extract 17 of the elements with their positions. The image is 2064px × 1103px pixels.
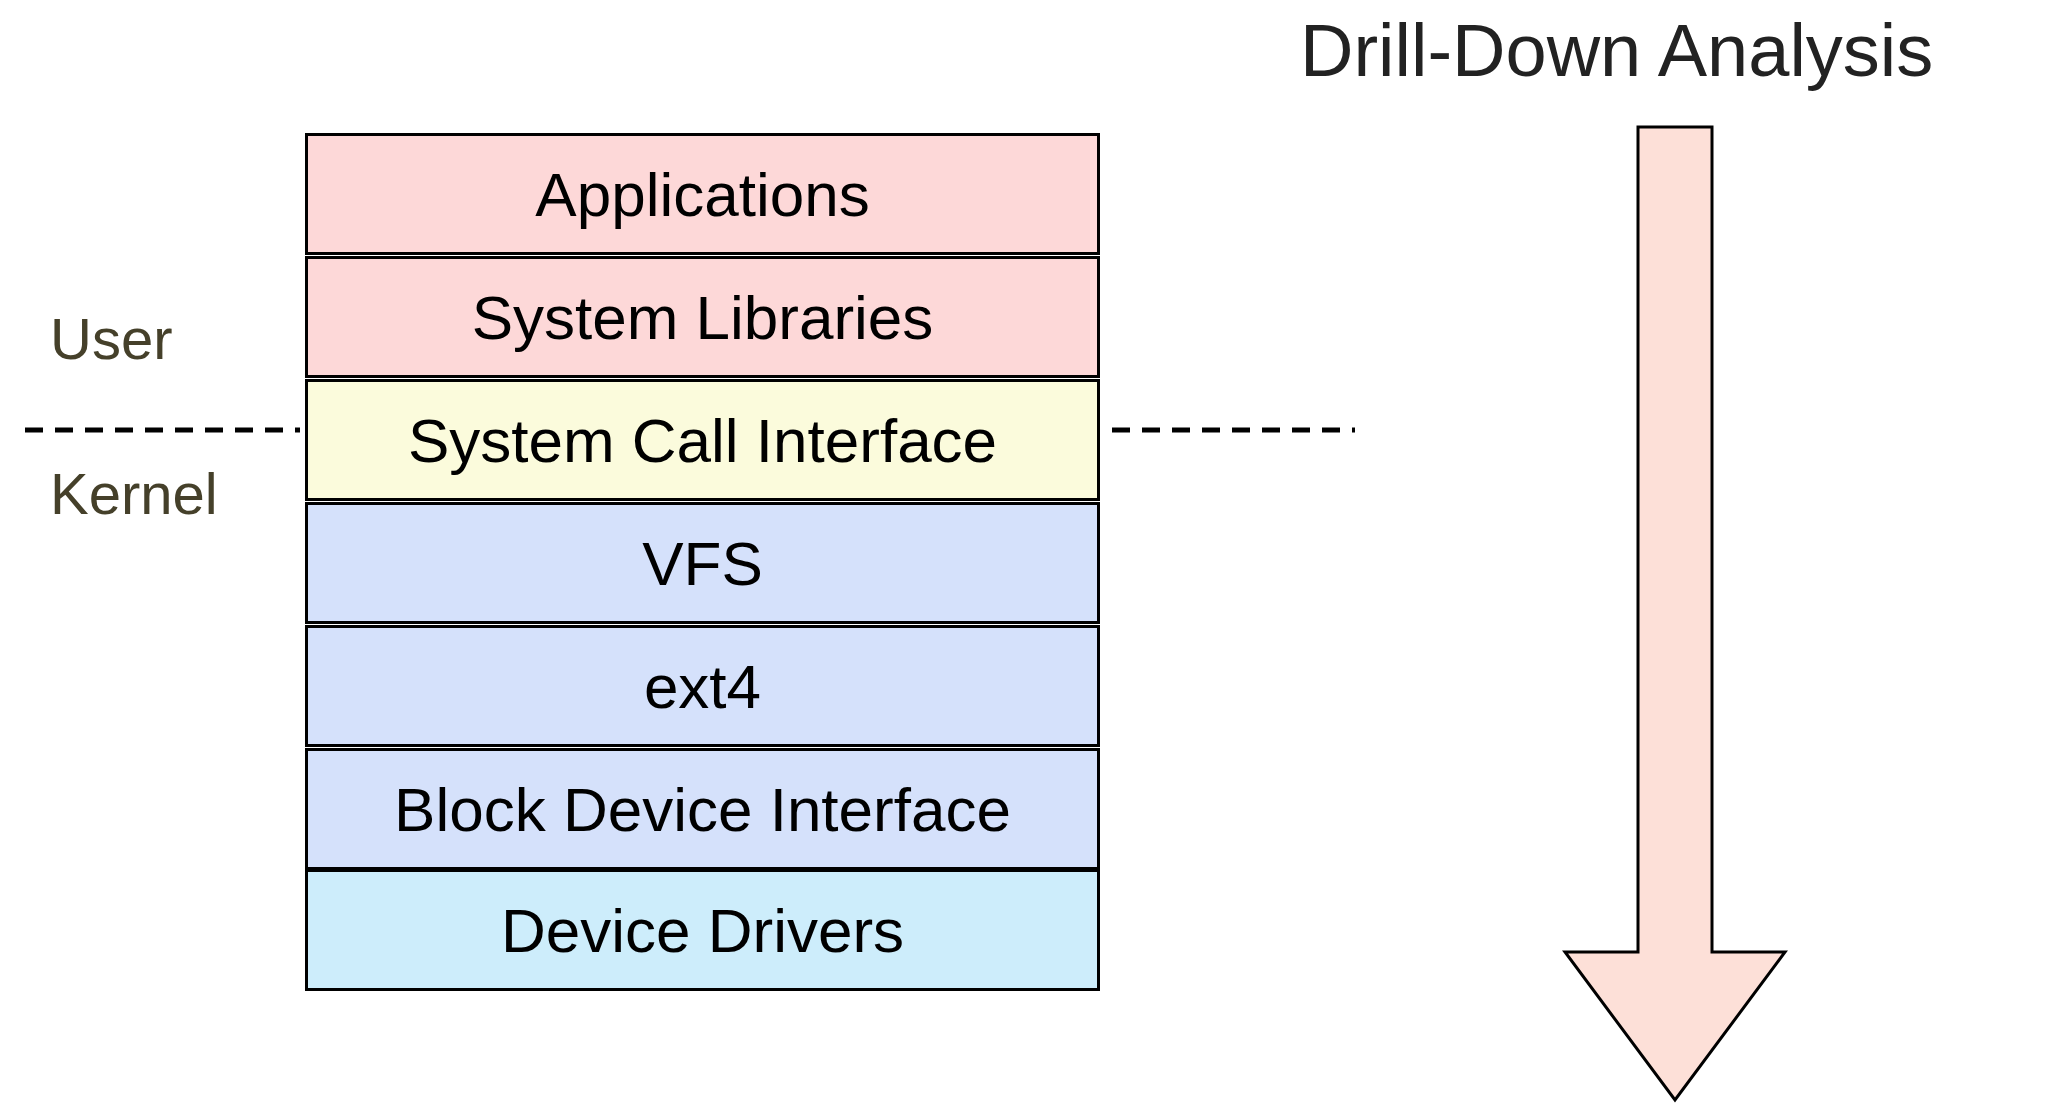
layer-label: Applications xyxy=(535,158,870,230)
layer-box xyxy=(305,133,1100,255)
layer-label: ext4 xyxy=(643,650,762,722)
region-label: User xyxy=(50,305,173,372)
layer-label: Block Device Interface xyxy=(394,773,1011,845)
layer-label: System Call Interface xyxy=(407,404,998,476)
region-label: Kernel xyxy=(50,460,218,527)
layer-box xyxy=(305,256,1100,378)
layer-box xyxy=(305,379,1100,501)
layer-box xyxy=(305,869,1100,991)
layer-box xyxy=(305,625,1100,747)
layer-label: System Libraries xyxy=(471,281,934,353)
layer-label: VFS xyxy=(642,527,763,599)
layer-label: Device Drivers xyxy=(500,894,905,966)
layer-box xyxy=(305,748,1100,870)
arrow-title: Drill-Down Analysis xyxy=(1300,8,1934,93)
layer-box xyxy=(305,502,1100,624)
